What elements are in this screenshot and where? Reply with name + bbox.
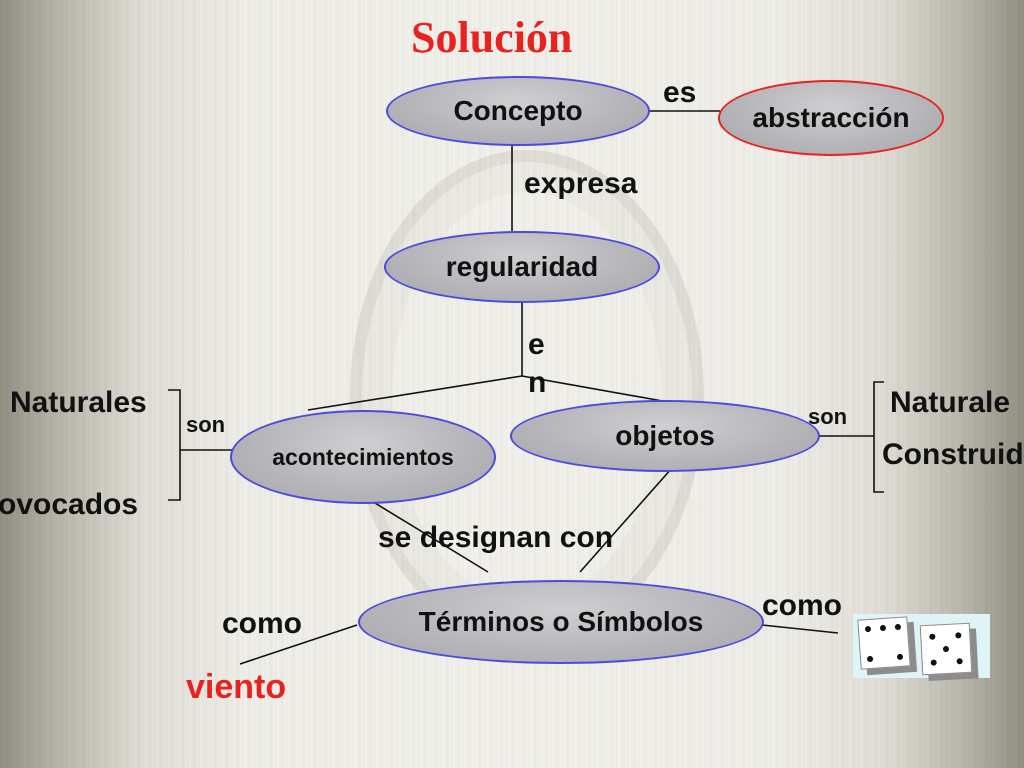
line-objetos-terminos [579,467,673,573]
left-category-provocados: ovocados [0,488,139,521]
line-acontecimientos-terminos [369,499,489,573]
node-terminos: Términos o Símbolos [358,580,764,664]
dice-icon [853,614,990,678]
link-label-son-left: son [186,412,226,437]
line-junction-acontecimientos [307,375,523,411]
right-category-naturales: Naturale [890,386,1011,419]
example-word-viento: viento [186,668,287,706]
bracket-right [873,381,884,493]
node-regularidad: regularidad [384,231,660,303]
node-regularidad-label: regularidad [445,251,599,282]
die-left [857,616,911,670]
link-label-son-right: son [808,404,848,429]
link-label-es: es [663,76,697,109]
link-label-como-left: como [222,607,303,640]
node-concepto: Concepto [386,76,650,146]
link-label-en-n: n [528,366,547,399]
right-category-construidos: Construid [882,438,1024,471]
link-label-se-designan-con: se designan con [378,521,614,554]
link-label-expresa: expresa [524,167,638,200]
left-category-naturales: Naturales [10,386,147,419]
node-abstraccion-label: abstracción [752,102,910,133]
slide-title: Solución [411,13,573,62]
die-right [919,622,973,676]
line-como-dice [761,624,839,634]
line-junction-objetos [521,375,669,403]
node-terminos-label: Términos o Símbolos [418,606,704,637]
node-objetos-label: objetos [615,420,715,451]
line-como-viento [239,624,358,665]
link-label-en-e: e [528,328,545,361]
node-acontecimientos-label: acontecimientos [272,443,454,470]
node-objetos: objetos [510,400,820,472]
node-concepto-label: Concepto [453,95,583,126]
bracket-left [168,389,181,501]
node-acontecimientos: acontecimientos [230,410,496,504]
node-abstraccion: abstracción [718,80,944,156]
link-label-como-right: como [762,589,843,622]
